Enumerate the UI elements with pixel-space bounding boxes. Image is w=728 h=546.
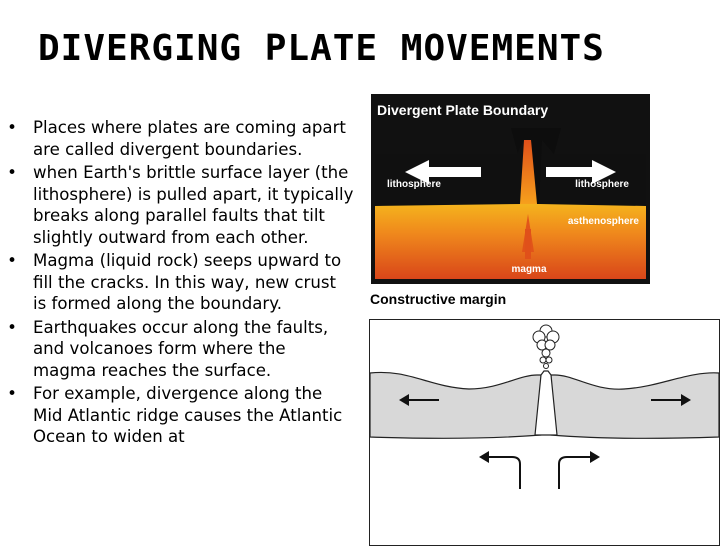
convection-left-arrow-icon (479, 451, 521, 489)
label-asthenosphere: asthenosphere (568, 216, 640, 227)
bullet-icon: • (7, 118, 17, 137)
right-crust (550, 372, 720, 439)
bullet-item: • Places where plates are coming apart ar… (4, 117, 354, 160)
figure-caption: Constructive margin (370, 291, 507, 307)
bullet-list: • Places where plates are coming apart ar… (4, 117, 354, 450)
label-magma: magma (511, 264, 546, 275)
label-lithosphere-right: lithosphere (575, 179, 629, 190)
bullet-item: • Magma (liquid rock) seeps upward to fil… (4, 250, 354, 315)
magma-arrow-shaft (525, 229, 531, 259)
ridge-vent (534, 370, 558, 436)
asthenosphere-region (375, 194, 646, 279)
constructive-margin-figure (369, 319, 720, 546)
bullet-icon: • (7, 384, 17, 403)
bullet-text: Earthquakes occur along the faults, and … (33, 317, 329, 380)
bullet-icon: • (7, 163, 17, 182)
bullet-item: • For example, divergence along the Mid A… (4, 383, 354, 448)
left-arrow-icon (399, 394, 439, 406)
left-crust (369, 371, 542, 439)
bullet-text: when Earth's brittle surface layer (the … (33, 163, 354, 247)
slide-title: DIVERGING PLATE MOVEMENTS (38, 28, 605, 69)
rift-magma (520, 140, 537, 204)
divergent-boundary-figure: Divergent Plate Boundary lithosphere lit… (371, 94, 650, 284)
figure-title: Divergent Plate Boundary (377, 102, 548, 118)
bullet-item: • when Earth's brittle surface layer (the… (4, 162, 354, 248)
label-lithosphere-left: lithosphere (387, 179, 441, 190)
bullet-icon: • (7, 317, 17, 337)
bullet-text: Magma (liquid rock) seeps upward to fill… (33, 251, 342, 313)
bullet-item: • Earthquakes occur along the faults, and… (4, 317, 354, 382)
bullet-text: Places where plates are coming apart are… (33, 118, 346, 159)
convection-right-arrow-icon (558, 451, 600, 489)
plume-icon (532, 324, 560, 369)
bullet-text: For example, divergence along the Mid At… (33, 384, 343, 446)
bullet-icon: • (7, 251, 17, 270)
left-arrow-icon (405, 160, 481, 184)
right-arrow-icon (546, 160, 616, 184)
right-arrow-icon (651, 394, 691, 406)
